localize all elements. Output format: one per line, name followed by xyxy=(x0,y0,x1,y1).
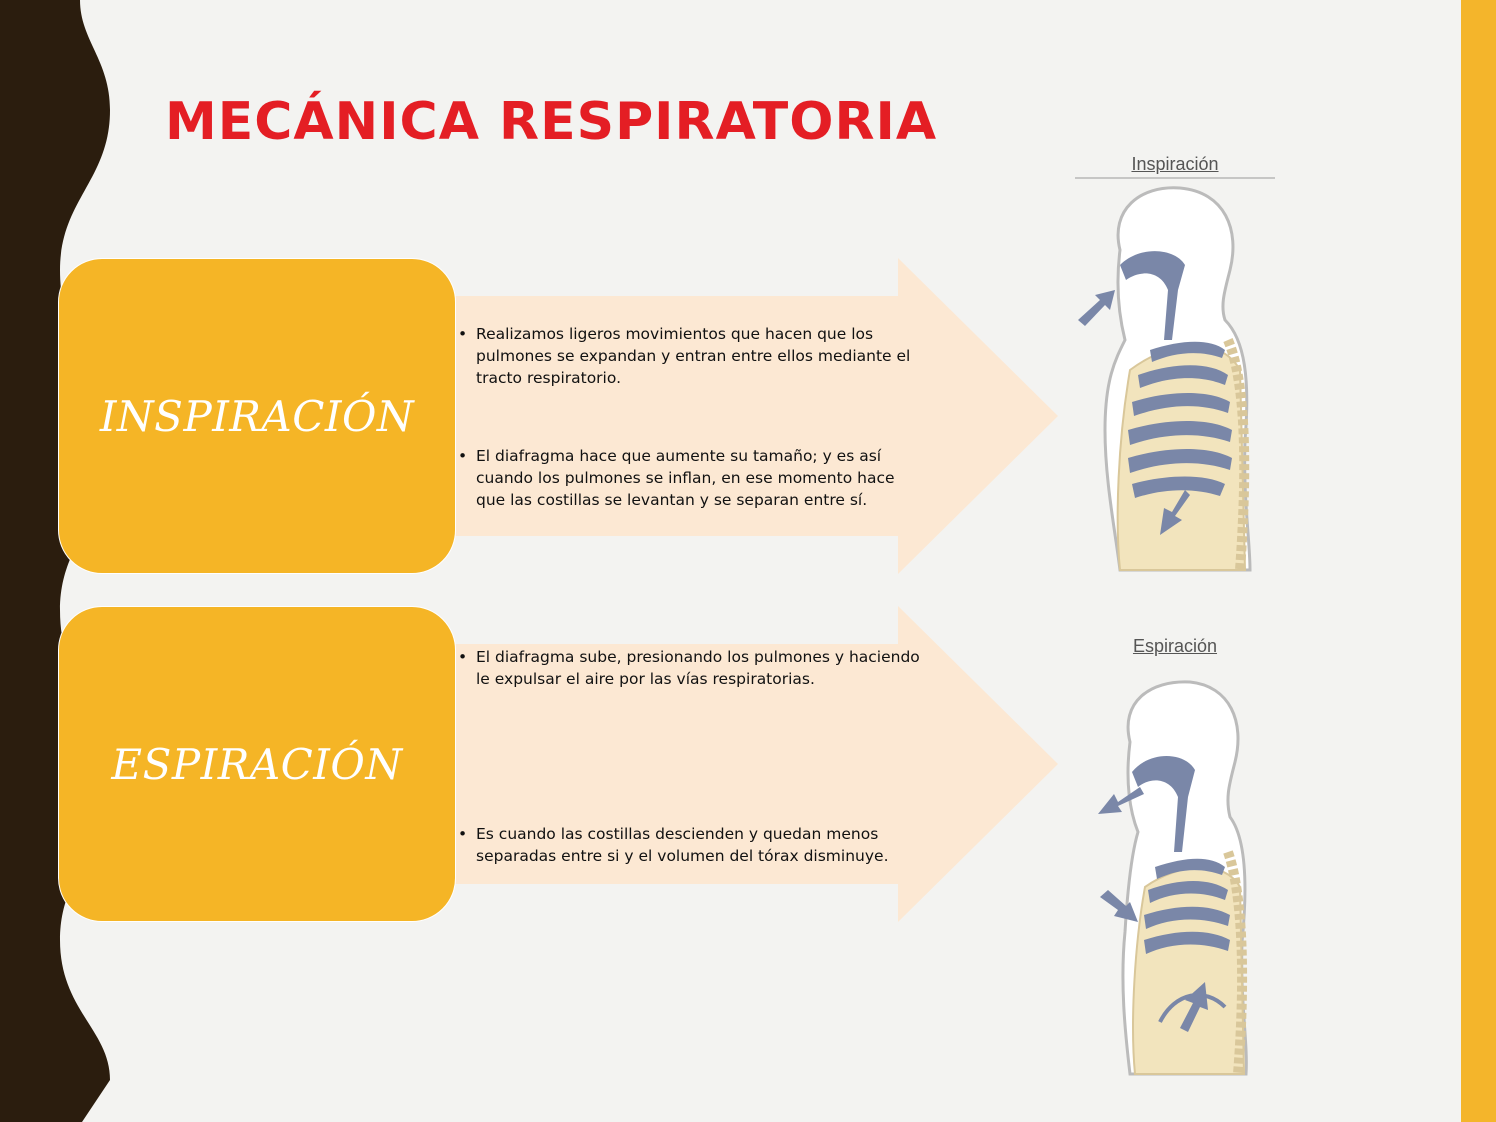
bullet-item: El diafragma sube, presionando los pulmo… xyxy=(458,646,928,690)
stage-label: INSPIRACIÓN xyxy=(99,391,415,441)
stage-box-inspiracion: INSPIRACIÓN xyxy=(58,258,456,574)
bullet-list: El diafragma sube, presionando los pulmo… xyxy=(458,606,928,922)
page-title: MECÁNICA RESPIRATORIA xyxy=(165,92,938,152)
expiration-figure: Espiración xyxy=(1060,622,1292,1076)
figure-title: Inspiración xyxy=(1131,154,1219,174)
stage-label: ESPIRACIÓN xyxy=(111,739,403,789)
right-accent-band xyxy=(1461,0,1496,1122)
bullet-list: Realizamos ligeros movimientos que hacen… xyxy=(458,258,928,574)
bullet-item: Es cuando las costillas descienden y que… xyxy=(458,823,928,867)
bullet-item: Realizamos ligeros movimientos que hacen… xyxy=(458,323,928,389)
bullet-item: El diafragma hace que aumente su tamaño;… xyxy=(458,445,928,511)
torso-illustration xyxy=(1075,177,1275,572)
stage-box-espiracion: ESPIRACIÓN xyxy=(58,606,456,922)
inspiration-figure: Inspiración xyxy=(1060,140,1292,572)
process-row-inspiracion: INSPIRACIÓN Realizamos ligeros movimient… xyxy=(58,258,1058,574)
figure-title: Espiración xyxy=(1132,636,1218,656)
process-row-espiracion: ESPIRACIÓN El diafragma sube, presionand… xyxy=(58,606,1058,922)
torso-illustration xyxy=(1098,680,1248,1076)
